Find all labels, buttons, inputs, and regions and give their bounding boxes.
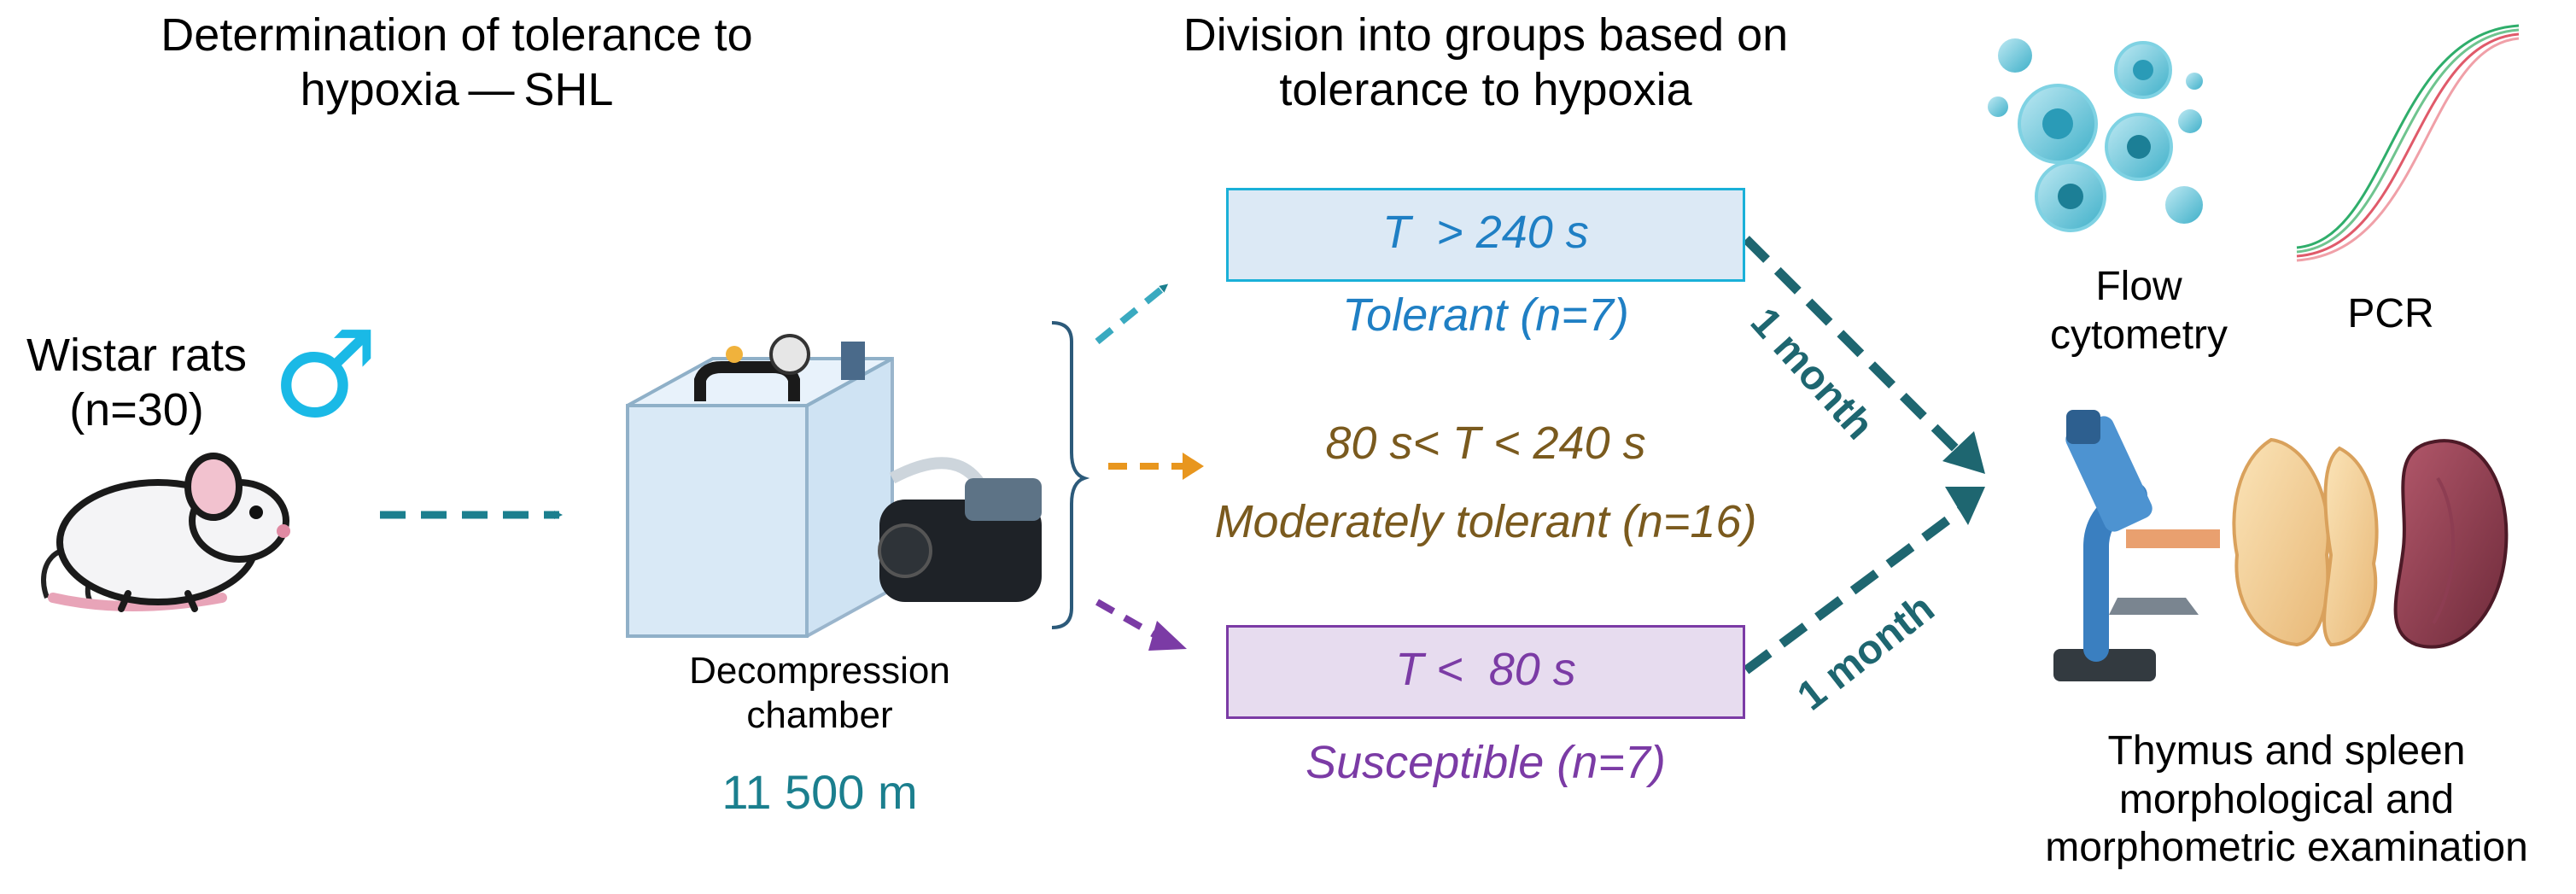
thymus-illustration (2232, 437, 2379, 647)
tolerant-condition: T > 240 s (1382, 207, 1589, 258)
moderate-group-name: Moderately tolerant (n=16) (1214, 496, 1757, 547)
morphology-label-line-1: Thymus and spleen (2107, 728, 2466, 774)
susceptible-condition-box (1226, 625, 1745, 719)
pcr-label: PCR (2347, 291, 2434, 336)
flow-label-line-1: Flow (2095, 264, 2182, 309)
susceptible-condition: T < 80 s (1395, 644, 1576, 695)
spleen-illustration (2393, 439, 2509, 649)
rat-illustration (41, 453, 290, 612)
chamber-altitude: 11 500 m (721, 765, 918, 819)
microscope-illustration (2053, 410, 2220, 681)
flow-cytometry-label: Flow cytometry (1989, 263, 2288, 359)
heading-tolerance-line-1: Determination of tolerance to (161, 9, 753, 61)
flow-label-line-2: cytometry (2049, 312, 2228, 358)
susceptible-group-name: Susceptible (n=7) (1306, 737, 1666, 788)
decompression-chamber-illustration (626, 334, 1042, 638)
subjects-label: Wistar rats (n=30) (0, 329, 273, 437)
heading-tolerance-determination: Determination of tolerance to hypoxia — … (60, 9, 854, 117)
arrow-tolerant-to-analysis (1743, 236, 1967, 460)
chamber-label: Decompression chamber (649, 649, 990, 738)
morphology-label: Thymus and spleen morphological and morp… (1998, 727, 2575, 873)
moderate-condition: 80 s< T < 240 s (1325, 418, 1646, 469)
subjects-count: (n=30) (69, 383, 204, 435)
flow-cytometry-illustration (1988, 38, 2203, 232)
subjects-species: Wistar rats (26, 330, 247, 381)
morphology-label-line-3: morphometric examination (2045, 825, 2528, 871)
morphology-label-line-2: morphological and (2118, 776, 2455, 822)
heading-tolerance-line-2: hypoxia — SHL (300, 63, 614, 115)
tolerant-condition-box (1226, 188, 1745, 282)
heading-group-division: Division into groups based on tolerance … (1084, 9, 1887, 117)
tolerant-group-name: Tolerant (n=7) (1342, 289, 1629, 341)
arrow-susceptible-to-analysis (1743, 504, 1967, 675)
chamber-label-line-2: chamber (746, 693, 893, 736)
heading-division-line-1: Division into groups based on (1183, 9, 1789, 61)
pcr-curves-illustration (2296, 24, 2520, 262)
arrow-to-tolerant (1095, 283, 1169, 345)
chamber-label-line-1: Decompression (689, 650, 950, 692)
arrow-to-susceptible (1095, 599, 1159, 640)
group-brace (1051, 321, 1090, 629)
heading-division-line-2: tolerance to hypoxia (1279, 63, 1692, 115)
male-symbol-icon: ♂ (272, 306, 379, 445)
